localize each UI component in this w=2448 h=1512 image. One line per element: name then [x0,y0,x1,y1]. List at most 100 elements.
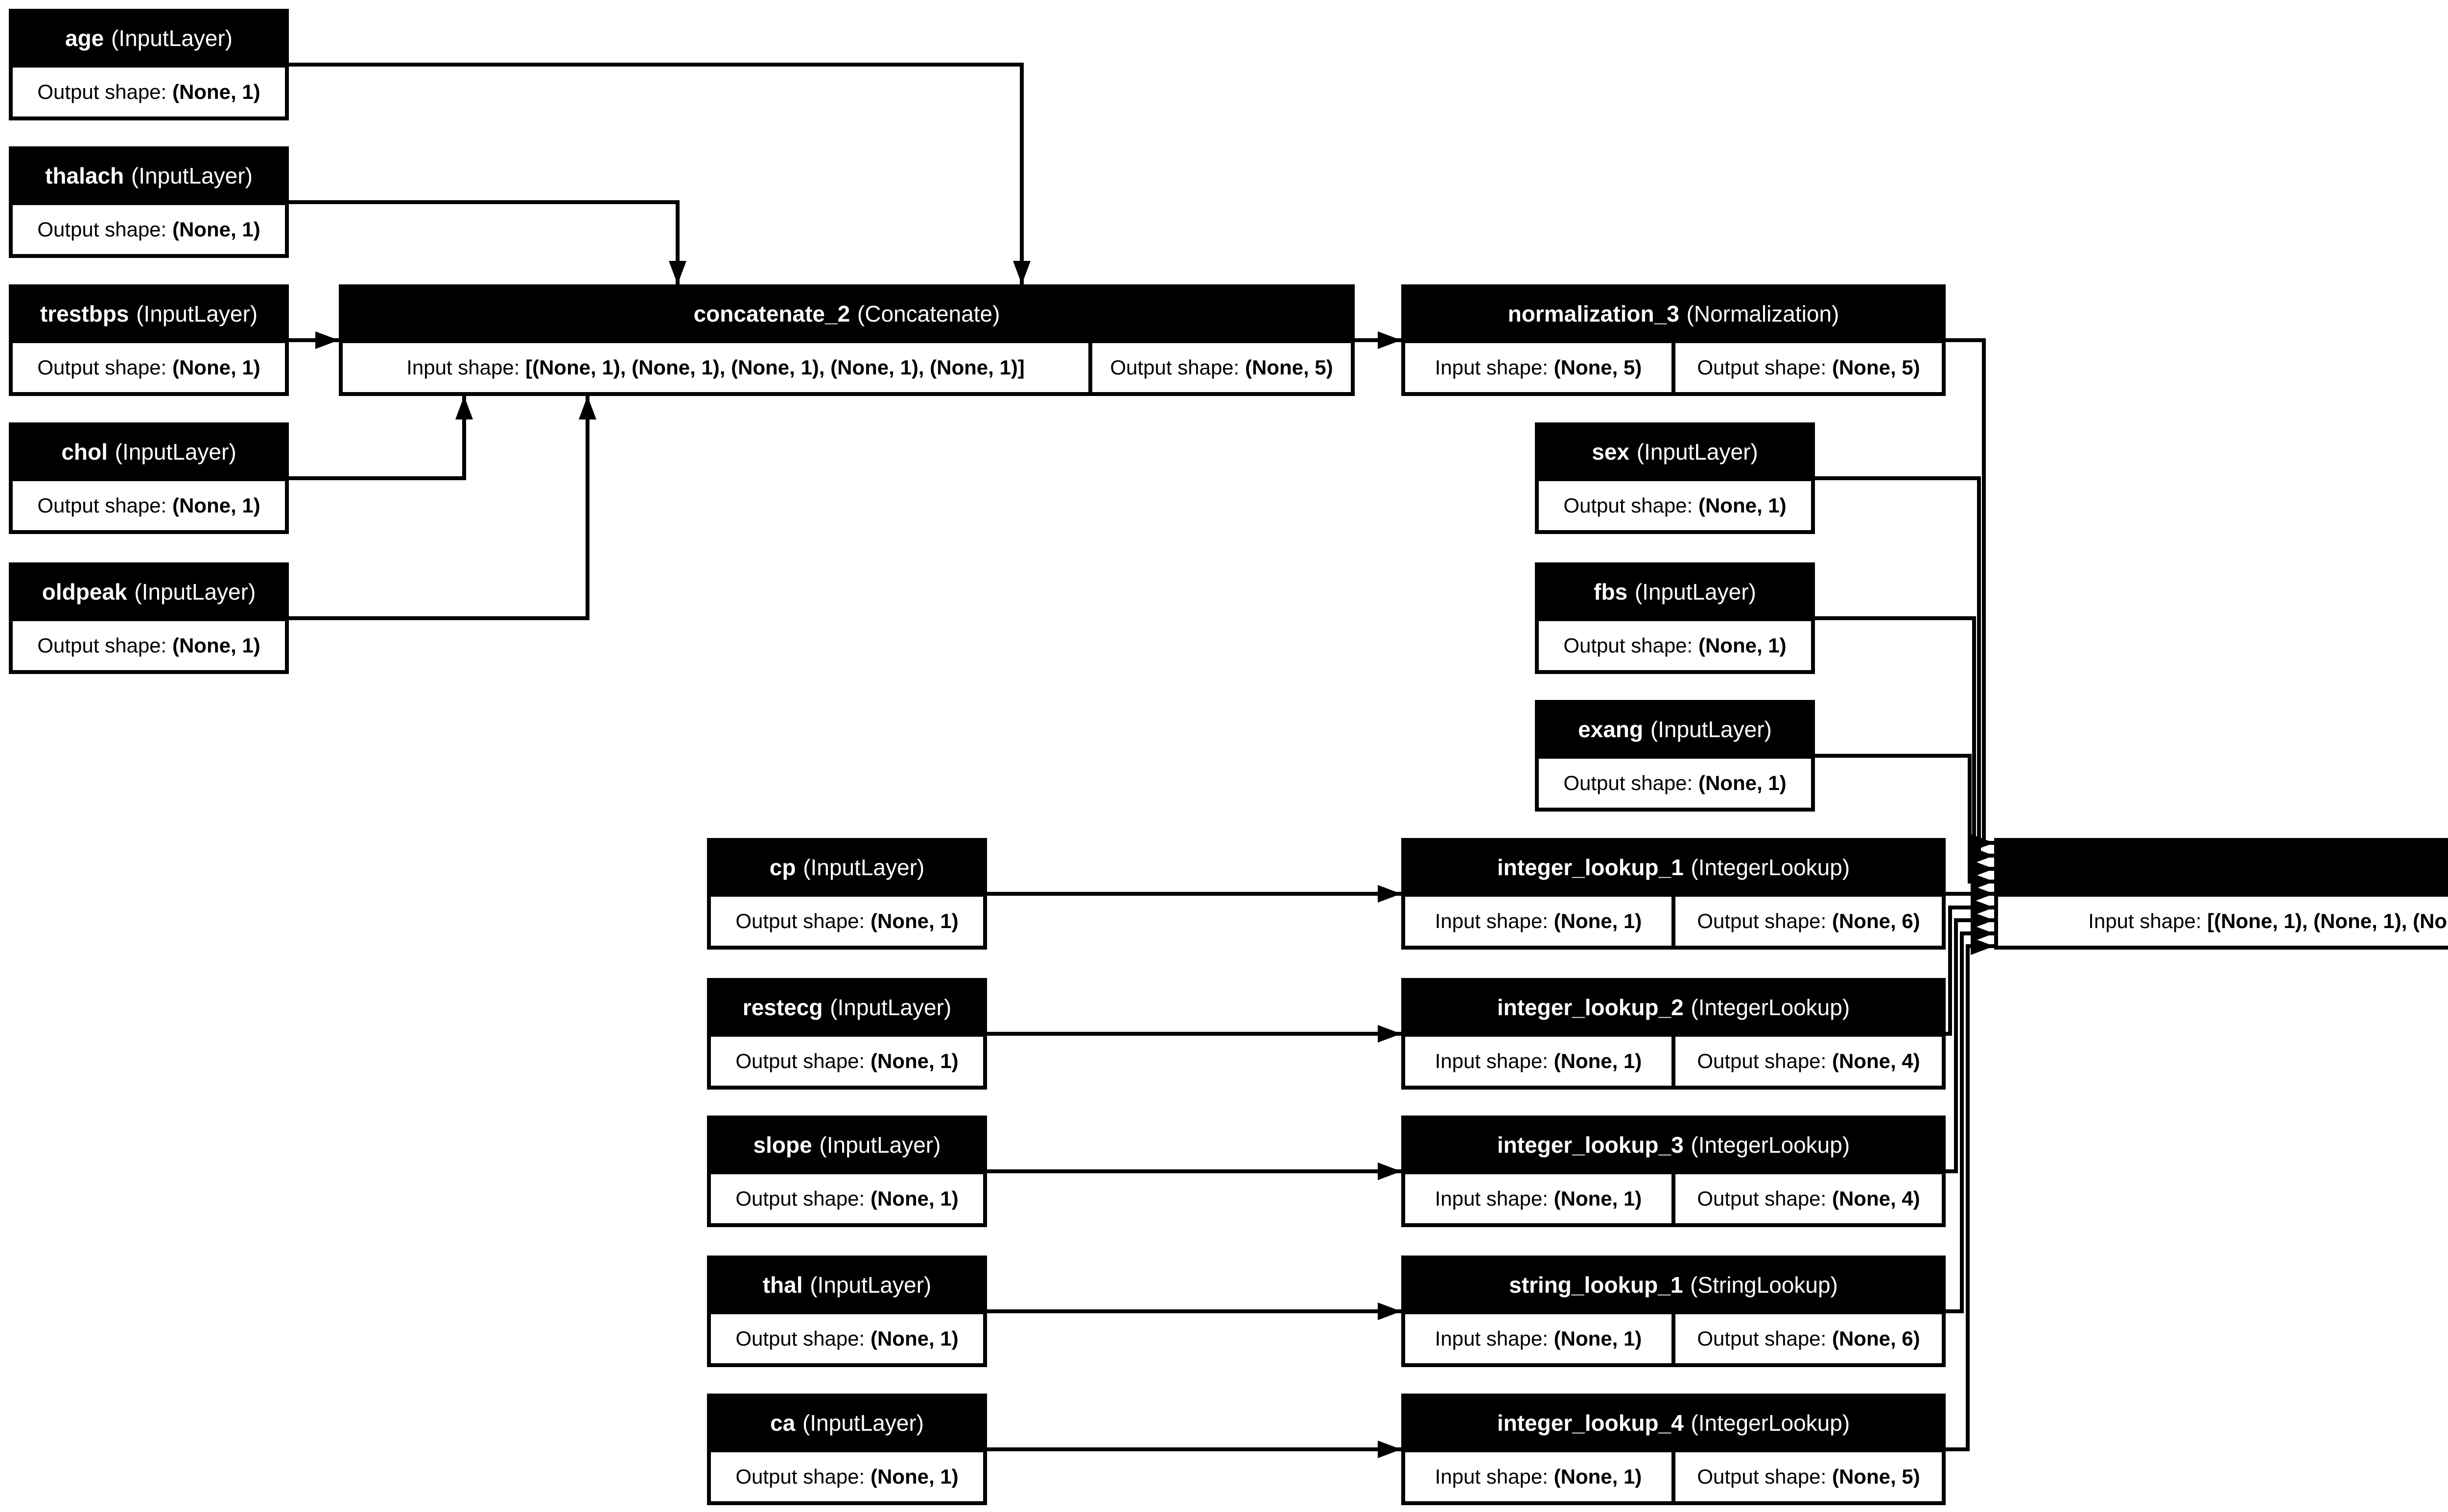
shape-label: Output shape: [1563,634,1693,657]
layer-node-integer_lookup_3: integer_lookup_3(IntegerLookup)Input sha… [1401,1116,1946,1227]
layer-node-age: age(InputLayer)Output shape:(None, 1) [9,9,289,120]
shape-label: Output shape: [735,1049,865,1072]
layer-name: cp [769,855,796,880]
shape-label: Output shape: [37,494,167,517]
layer-type: (IntegerLookup) [1691,855,1850,880]
shape-cell-integer_lookup_3-1: Output shape:(None, 4) [1675,1174,1942,1223]
layer-node-concatenate_3: concatenate_3(Concatenate)Input shape:[(… [1994,838,2448,950]
shape-cell-cp-0: Output shape:(None, 1) [711,897,983,946]
layer-name: integer_lookup_3 [1497,1132,1684,1158]
node-title-ca: ca(InputLayer) [707,1394,987,1452]
edge-normalization_3-to-concatenate_3 [1946,338,1994,852]
shape-value: (None, 1) [1698,634,1787,657]
layer-type: (InputLayer) [819,1132,941,1158]
shape-label: Input shape: [1435,1049,1548,1072]
node-title-integer_lookup_1: integer_lookup_1(IntegerLookup) [1401,838,1946,897]
shape-label: Input shape: [1435,909,1548,932]
shape-value: (None, 5) [1554,356,1642,379]
shape-value: (None, 1) [1554,909,1642,932]
layer-name: trestbps [40,301,129,326]
shape-cell-exang-0: Output shape:(None, 1) [1539,759,1811,808]
edge-string_lookup_1-to-concatenate_3 [1946,925,1994,1313]
layer-node-oldpeak: oldpeak(InputLayer)Output shape:(None, 1… [9,562,289,674]
layer-type: (InputLayer) [134,579,256,605]
node-body-integer_lookup_3: Input shape:(None, 1)Output shape:(None,… [1405,1174,1942,1223]
shape-value: (None, 1) [1554,1327,1642,1350]
shape-value: (None, 1) [172,634,260,657]
shape-label: Output shape: [1697,909,1827,932]
node-title-restecg: restecg(InputLayer) [707,978,987,1037]
shape-value: (None, 1) [1698,771,1787,794]
node-body-integer_lookup_1: Input shape:(None, 1)Output shape:(None,… [1405,897,1942,946]
layer-type: (InputLayer) [830,995,952,1020]
edge-chol-to-concatenate_2 [289,396,473,480]
layer-name: integer_lookup_4 [1497,1410,1684,1436]
shape-label: Input shape: [1435,1187,1548,1210]
node-title-oldpeak: oldpeak(InputLayer) [9,562,289,621]
shape-label: Input shape: [406,356,520,379]
layer-type: (InputLayer) [1650,717,1772,742]
node-title-age: age(InputLayer) [9,9,289,68]
shape-label: Output shape: [1563,771,1693,794]
shape-value: (None, 1) [172,494,260,517]
shape-value: (None, 1) [172,80,260,103]
shape-value: (None, 6) [1832,1327,1920,1350]
layer-node-thalach: thalach(InputLayer)Output shape:(None, 1… [9,146,289,258]
shape-label: Output shape: [37,218,167,241]
shape-cell-thal-0: Output shape:(None, 1) [711,1314,983,1363]
node-title-chol: chol(InputLayer) [9,422,289,481]
shape-cell-integer_lookup_2-1: Output shape:(None, 4) [1675,1037,1942,1086]
shape-label: Output shape: [37,634,167,657]
shape-label: Input shape: [1435,1465,1548,1488]
node-body-integer_lookup_4: Input shape:(None, 1)Output shape:(None,… [1405,1452,1942,1501]
shape-value: (None, 1) [1698,494,1787,517]
shape-cell-oldpeak-0: Output shape:(None, 1) [13,621,285,670]
layer-name: fbs [1594,579,1628,605]
shape-label: Output shape: [1697,356,1827,379]
shape-label: Output shape: [735,909,865,932]
layer-name: chol [61,439,108,465]
layer-name: sex [1592,439,1629,465]
shape-value: (None, 1) [870,1327,959,1350]
shape-cell-fbs-0: Output shape:(None, 1) [1539,621,1811,670]
layer-node-integer_lookup_2: integer_lookup_2(IntegerLookup)Input sha… [1401,978,1946,1090]
node-body-chol: Output shape:(None, 1) [13,481,285,530]
node-body-cp: Output shape:(None, 1) [711,897,983,946]
shape-cell-concatenate_3-0: Input shape:[(None, 1), (None, 1), (None… [1998,897,2448,946]
shape-label: Output shape: [1697,1465,1827,1488]
layer-type: (InputLayer) [136,301,258,326]
shape-label: Input shape: [2088,909,2202,932]
layer-node-exang: exang(InputLayer)Output shape:(None, 1) [1535,700,1815,812]
layer-node-chol: chol(InputLayer)Output shape:(None, 1) [9,422,289,534]
layer-name: string_lookup_1 [1509,1272,1683,1298]
node-title-normalization_3: normalization_3(Normalization) [1401,284,1946,343]
layer-node-restecg: restecg(InputLayer)Output shape:(None, 1… [707,978,987,1090]
shape-label: Output shape: [1110,356,1240,379]
shape-label: Input shape: [1435,356,1548,379]
shape-cell-restecg-0: Output shape:(None, 1) [711,1037,983,1086]
layer-type: (InputLayer) [1634,579,1756,605]
shape-cell-age-0: Output shape:(None, 1) [13,68,285,116]
node-title-trestbps: trestbps (InputLayer) [9,284,289,343]
shape-label: Output shape: [37,80,167,103]
shape-cell-normalization_3-0: Input shape: (None, 5) [1405,343,1671,392]
node-body-oldpeak: Output shape:(None, 1) [13,621,285,670]
layer-type: (InputLayer) [111,25,233,51]
shape-value: (None, 4) [1832,1049,1920,1072]
layer-type: (InputLayer) [802,1410,924,1436]
edge-sex-to-concatenate_3 [1815,476,1994,864]
shape-value: (None, 1) [1554,1049,1642,1072]
node-title-cp: cp(InputLayer) [707,838,987,897]
shape-value: [(None, 1), (None, 1), (None, 1), (None,… [2207,909,2448,932]
layer-node-concatenate_2: concatenate_2(Concatenate)Input shape:[(… [339,284,1355,396]
shape-label: Output shape: [735,1465,865,1488]
shape-cell-integer_lookup_4-1: Output shape:(None, 5) [1675,1452,1942,1501]
edge-integer_lookup_4-to-concatenate_3 [1946,937,1994,1451]
layer-type: (InputLayer) [131,163,253,188]
shape-cell-chol-0: Output shape:(None, 1) [13,481,285,530]
shape-cell-thalach-0: Output shape:(None, 1) [13,205,285,254]
node-body-slope: Output shape:(None, 1) [711,1174,983,1223]
shape-cell-integer_lookup_4-0: Input shape:(None, 1) [1405,1452,1671,1501]
